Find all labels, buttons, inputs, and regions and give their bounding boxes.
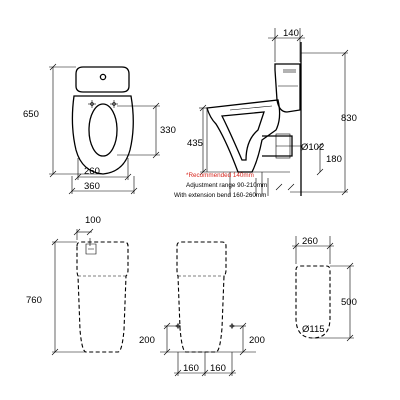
rear-offset-label: 100 [85, 215, 101, 226]
floor-outline [295, 265, 331, 339]
note-adjustment: Adjustment range 90-210mm [186, 182, 267, 189]
note-extension: With extension bend 160-260mm [174, 192, 266, 199]
rear-outline [76, 241, 129, 353]
front-spacing-right-label: 160 [210, 363, 226, 374]
top-view: 650 330 260 360 [23, 63, 176, 195]
side-seat-height-label: 435 [187, 138, 203, 149]
top-bowl-depth-label: 330 [160, 125, 176, 136]
top-width-label: 360 [84, 181, 100, 192]
floor-depth-label: 500 [341, 297, 357, 308]
rear-height-label: 760 [26, 295, 42, 306]
front-spacing-left-label: 160 [183, 363, 199, 374]
top-depth-label: 650 [23, 109, 39, 120]
side-view: 140 830 435 Ø102 180 *Recommended 140mm … [174, 28, 357, 199]
side-outlet-height-label: 180 [326, 154, 342, 165]
top-bowl-outline [71, 95, 134, 175]
flush-button-icon [99, 73, 107, 81]
side-outlet-diameter-label: Ø102 [301, 142, 324, 153]
front-view: 200 200 160 160 [139, 241, 265, 377]
front-outline [176, 241, 227, 353]
floor-view: Ø115 260 500 [292, 236, 357, 342]
floor-width-label: 260 [302, 236, 318, 247]
front-fixing-left-label: 200 [139, 335, 155, 346]
rear-inlet-icon [85, 243, 97, 255]
side-trap-inner [220, 111, 265, 161]
top-bowl-opening [88, 103, 118, 157]
rear-view: 100 760 [26, 215, 129, 356]
note-recommended: *Recommended 140mm [186, 172, 254, 179]
floor-diameter-label: Ø115 [302, 324, 325, 335]
top-inner-width-label: 260 [84, 166, 100, 177]
top-cistern-outline [75, 66, 130, 93]
front-fixing-right-label: 200 [249, 335, 265, 346]
side-cistern-depth-label: 140 [283, 28, 299, 39]
side-height-label: 830 [341, 113, 357, 124]
